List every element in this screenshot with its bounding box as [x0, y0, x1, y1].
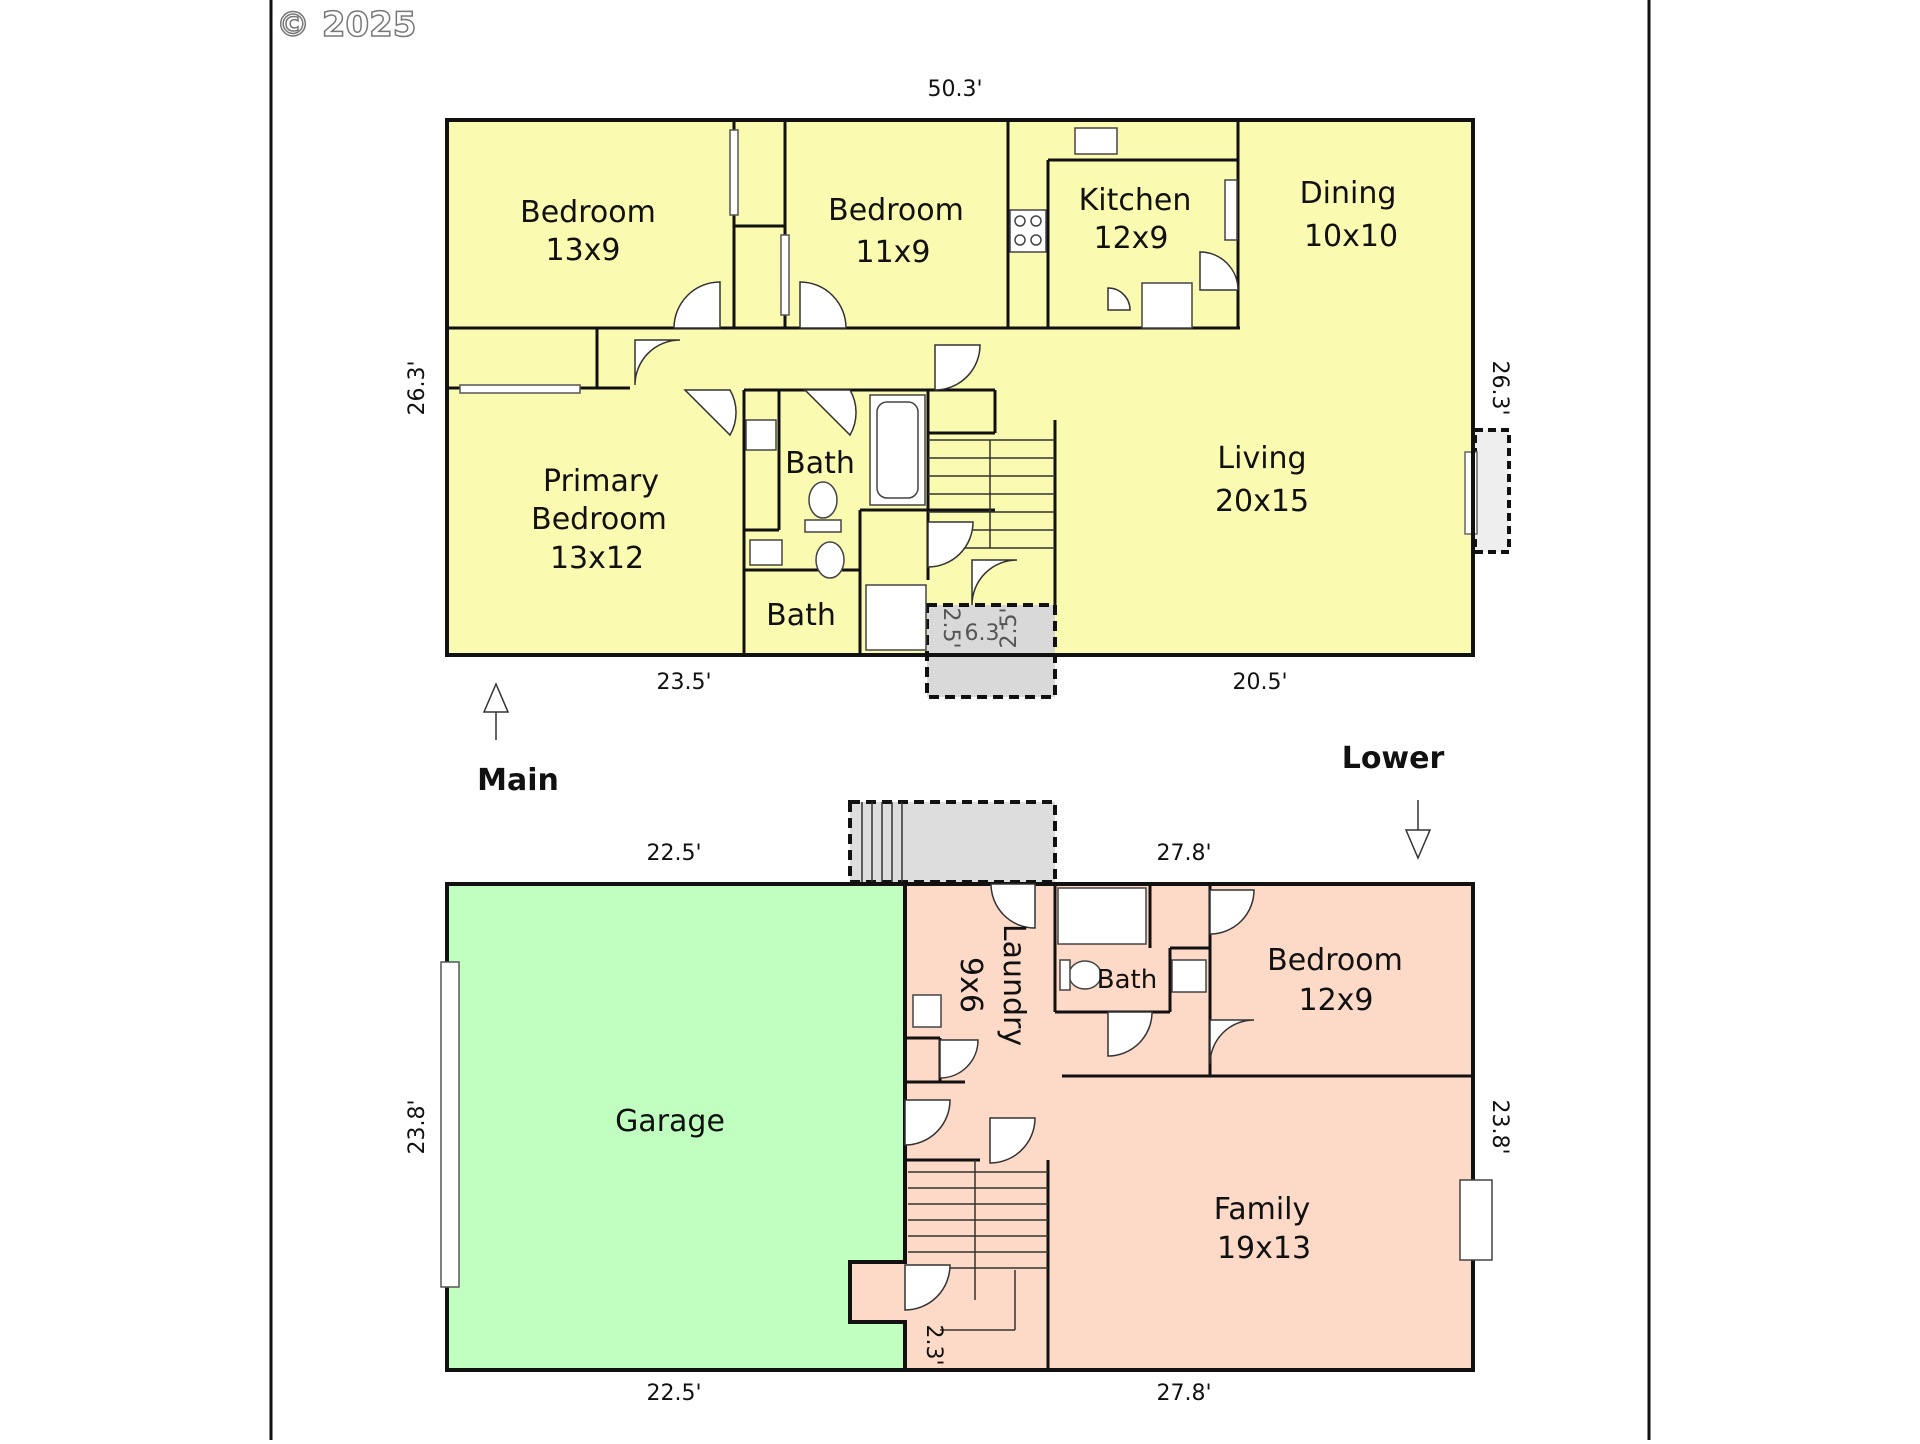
room-name-bedroom: Bedroom — [520, 195, 656, 230]
dim-left: 26.3' — [405, 360, 430, 415]
lower-floor-plan: Garage Laundry 9x6 Bath Bedroom 12x9 Fam… — [405, 800, 1512, 1406]
exterior-stair-landing — [848, 800, 1057, 884]
main-doors — [634, 251, 1239, 606]
bath-sink — [745, 419, 777, 451]
door-swing — [904, 1099, 951, 1146]
room-name-kitchen: Kitchen — [1079, 183, 1192, 218]
exterior-steps — [861, 802, 903, 882]
dim-top-left: 22.5' — [646, 841, 701, 866]
room-name-bath: Bath — [1097, 965, 1157, 995]
room-name-primary: Primary — [543, 464, 659, 499]
room-size-bedroom: 13x9 — [545, 233, 620, 268]
door-swing — [683, 389, 737, 437]
fireplace-lower — [1459, 1179, 1493, 1261]
room-name-garage: Garage — [615, 1104, 725, 1139]
room-name-laundry: Laundry — [996, 924, 1031, 1046]
main-floor-plan: Bedroom 13x9 Bedroom 11x9 Kitchen 12x9 D… — [405, 77, 1512, 699]
toilet — [808, 481, 838, 519]
front-porch — [925, 603, 1057, 699]
stair-dim: 2.3' — [921, 1324, 946, 1365]
dim-right: 26.3' — [1487, 360, 1512, 415]
room-name-bath: Bath — [766, 598, 836, 633]
utility-sink — [912, 994, 942, 1028]
room-size-bedroom: 12x9 — [1298, 983, 1373, 1018]
main-entry-arrow — [482, 682, 510, 740]
window-pass — [1224, 179, 1238, 241]
stair-nook — [850, 1262, 905, 1322]
door-swing — [1107, 1011, 1153, 1057]
room-name-primary-2: Bedroom — [531, 502, 667, 537]
closet-door — [729, 129, 739, 216]
room-size-kitchen: 12x9 — [1093, 221, 1168, 256]
garage-wall — [848, 884, 907, 1370]
shower — [1057, 887, 1147, 945]
level-label-lower: Lower — [1342, 741, 1445, 776]
room-size-dining: 10x10 — [1304, 219, 1398, 254]
room-size-laundry: 9x6 — [953, 957, 988, 1013]
closet-door — [780, 234, 790, 316]
lower-entry-arrow — [1404, 800, 1432, 860]
door-swing — [934, 344, 981, 391]
door-swing — [927, 521, 974, 568]
level-label-main: Main — [477, 763, 559, 798]
door-swing — [971, 559, 1018, 606]
kitchen-sink — [1074, 127, 1118, 155]
lower-fixtures — [912, 887, 1493, 1261]
lower-stairs — [908, 1160, 1048, 1331]
door-swing — [989, 1117, 1036, 1164]
bath-sink — [749, 539, 783, 566]
room-name-dining: Dining — [1300, 176, 1397, 211]
door-swing — [939, 1039, 979, 1079]
copyright-watermark: © 2025 — [276, 5, 416, 45]
dim-left: 23.8' — [405, 1099, 430, 1154]
porch-width-dim: 6.3' — [964, 621, 1005, 646]
kitchen-counter — [1141, 282, 1193, 329]
room-size-bedroom: 11x9 — [855, 235, 930, 270]
room-size-primary: 13x12 — [550, 541, 644, 576]
bath-sink — [1171, 959, 1207, 993]
door-swing — [1107, 287, 1131, 311]
dim-top-right: 27.8' — [1156, 841, 1211, 866]
door-swing — [803, 389, 857, 437]
room-name-family: Family — [1214, 1192, 1311, 1227]
door-swing — [990, 883, 1036, 929]
dim-right: 23.8' — [1487, 1099, 1512, 1154]
garage-area — [447, 884, 905, 1370]
door-swing — [673, 281, 721, 329]
room-name-bath: Bath — [785, 446, 855, 481]
shower — [865, 584, 927, 651]
room-size-living: 20x15 — [1215, 484, 1309, 519]
garage-door — [440, 961, 460, 1288]
door-swing — [904, 1264, 951, 1311]
door-swing — [1209, 889, 1255, 935]
dim-bottom-left: 22.5' — [646, 1381, 701, 1406]
porch-side-dim: 2.5' — [997, 607, 1022, 648]
dim-top: 50.3' — [927, 77, 982, 102]
main-fixtures — [745, 127, 1238, 651]
lower-doors — [904, 883, 1255, 1311]
dim-bottom-left: 23.5' — [656, 670, 711, 695]
room-name-bedroom: Bedroom — [1267, 943, 1403, 978]
toilet — [815, 541, 845, 579]
door-swing — [1199, 251, 1239, 291]
door-swing — [1209, 1019, 1255, 1065]
dim-bottom-right: 27.8' — [1156, 1381, 1211, 1406]
fireplace — [1473, 428, 1511, 554]
door-swing — [799, 281, 847, 329]
room-size-family: 19x13 — [1217, 1231, 1311, 1266]
stove — [1009, 209, 1047, 253]
dim-bottom-right: 20.5' — [1232, 670, 1287, 695]
door-swing — [634, 339, 681, 386]
porch-side-dim: 2.5' — [938, 607, 963, 648]
room-name-living: Living — [1217, 441, 1306, 476]
room-name-bedroom: Bedroom — [828, 193, 964, 228]
closet-door — [459, 384, 581, 394]
